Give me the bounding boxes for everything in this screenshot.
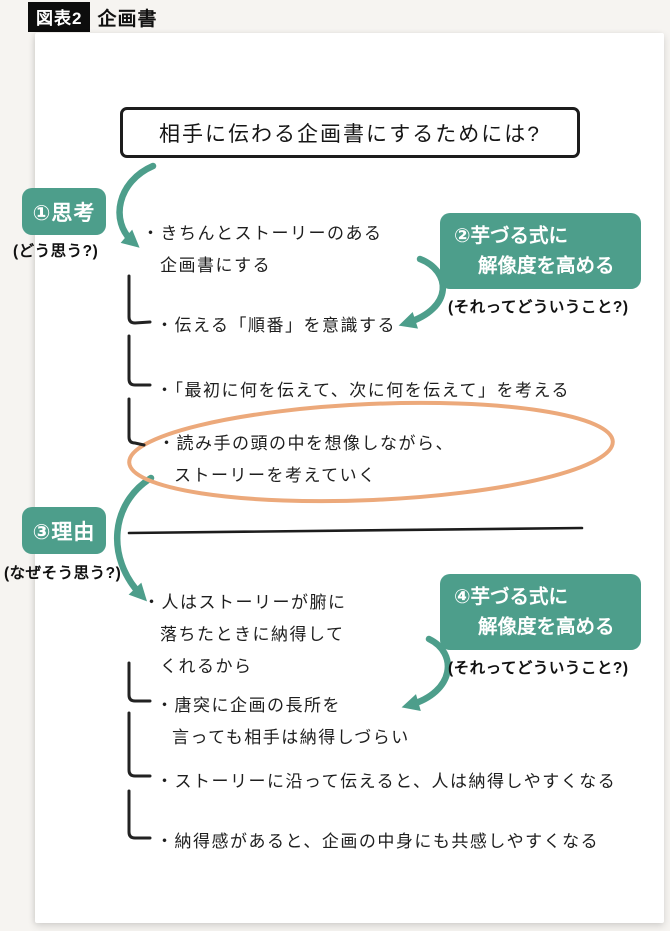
label-zoom-upper: ②芋づる式に 解像度を高める: [440, 213, 641, 289]
thought-child-3-line2: ストーリーを考えていく: [174, 466, 377, 485]
label-reason-text: ③理由: [32, 520, 96, 544]
label-thought-caption: (どう思う?): [13, 243, 99, 260]
label-zoom-lower-line1: ④芋づる式に: [454, 585, 569, 608]
label-zoom-upper-caption: (それってどういうこと?): [448, 299, 629, 316]
figure-number-badge: 図表2: [28, 2, 91, 32]
question-box: 相手に伝わる企画書にするためには?: [120, 107, 580, 158]
thought-child-3-line1: ・読み手の頭の中を想像しながら、: [158, 434, 454, 453]
label-thought: ①思考: [22, 188, 106, 235]
thought-main-line1: ・きちんとストーリーのある: [142, 224, 383, 243]
label-zoom-lower-caption: (それってどういうこと?): [448, 660, 629, 677]
reason-child-1-line1: ・唐突に企画の長所を: [156, 696, 341, 715]
reason-child-3: ・納得感があると、企画の中身にも共感しやすくなる: [156, 832, 600, 851]
label-zoom-lower: ④芋づる式に 解像度を高める: [440, 574, 641, 650]
figure-header: 図表2 企画書: [28, 2, 157, 32]
figure-title: 企画書: [97, 8, 158, 30]
reason-main-line2: 落ちたときに納得して: [160, 625, 345, 644]
reason-child-1-line2: 言っても相手は納得しづらい: [172, 728, 410, 747]
label-thought-text: ①思考: [32, 201, 96, 225]
label-zoom-upper-line2: 解像度を高める: [478, 255, 615, 277]
label-zoom-lower-line2: 解像度を高める: [478, 616, 615, 638]
reason-main-line1: ・人はストーリーが腑に: [143, 593, 347, 612]
label-reason: ③理由: [22, 507, 106, 554]
reason-main-line3: くれるから: [160, 657, 253, 676]
thought-main-line2: 企画書にする: [160, 256, 272, 275]
thought-child-2: ・「最初に何を伝えて、次に何を伝えて」を考える: [156, 381, 570, 400]
thought-child-1: ・伝える「順番」を意識する: [156, 316, 396, 335]
reason-child-2: ・ストーリーに沿って伝えると、人は納得しやすくなる: [156, 772, 617, 791]
question-text: 相手に伝わる企画書にするためには?: [159, 122, 541, 146]
label-reason-caption: (なぜそう思う?): [4, 565, 122, 582]
label-zoom-upper-line1: ②芋づる式に: [454, 224, 569, 247]
